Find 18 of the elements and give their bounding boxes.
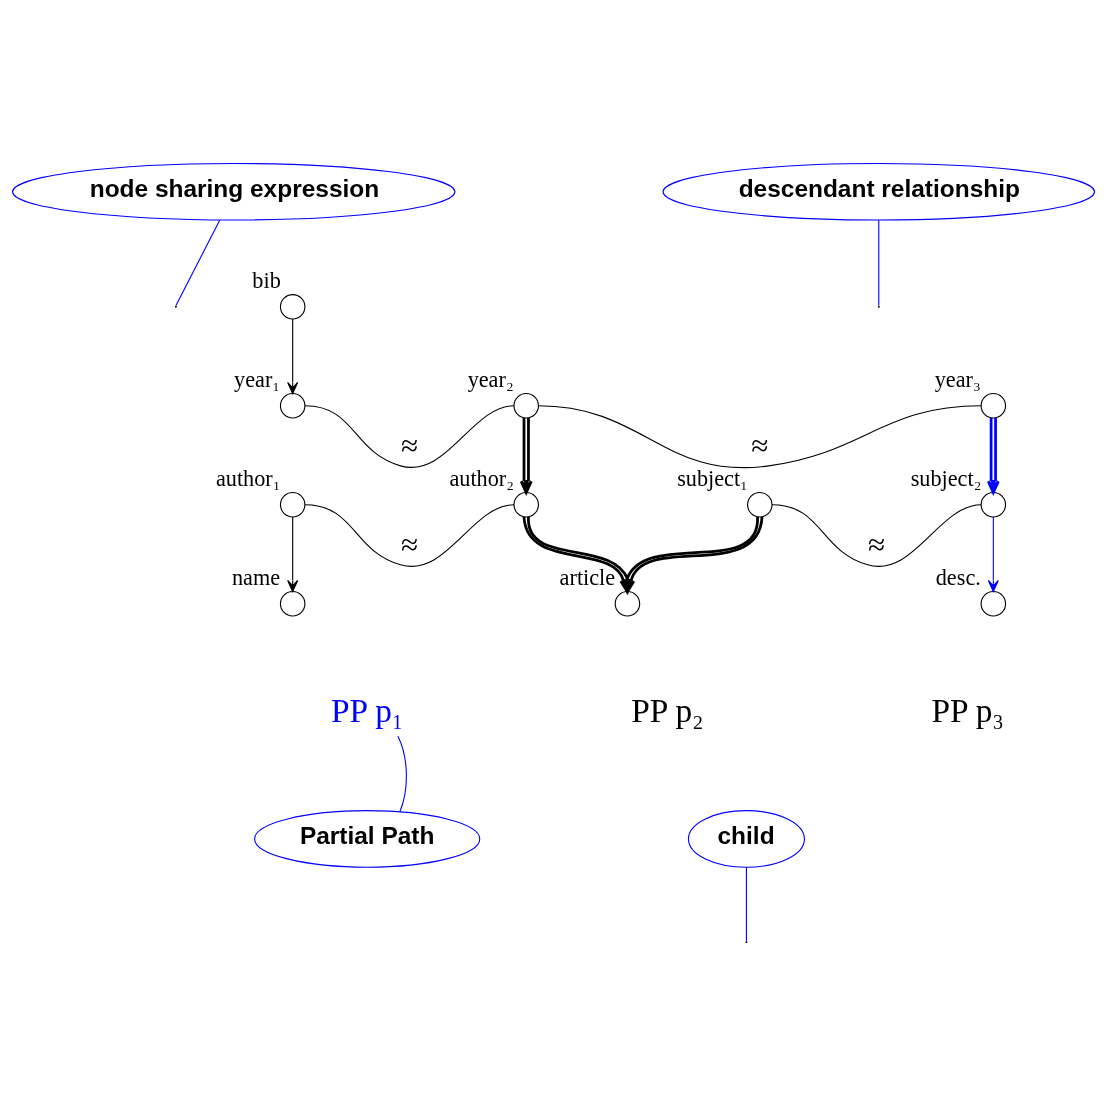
node-label: name (231, 564, 281, 590)
node-label: author₂ (449, 465, 515, 491)
node-label: subject₁ (677, 465, 748, 491)
node-label: bib (252, 267, 281, 293)
edge-label: ≈ (868, 527, 886, 563)
node-label: author₁ (215, 465, 281, 491)
node-label: desc. (935, 564, 981, 590)
node-label: year₃ (934, 366, 981, 392)
edge-label: ≈ (751, 428, 769, 464)
label: PP p₃ (931, 691, 1005, 729)
node-label: year₂ (467, 366, 514, 392)
label: PP p₂ (631, 691, 704, 729)
edge-label: ≈ (400, 527, 418, 563)
edge-label: ≈ (400, 428, 418, 464)
node-label: article (559, 564, 616, 590)
node-label: year₁ (234, 366, 281, 392)
node-text: PP p₁ (330, 691, 404, 729)
node-label: subject₂ (910, 465, 982, 491)
